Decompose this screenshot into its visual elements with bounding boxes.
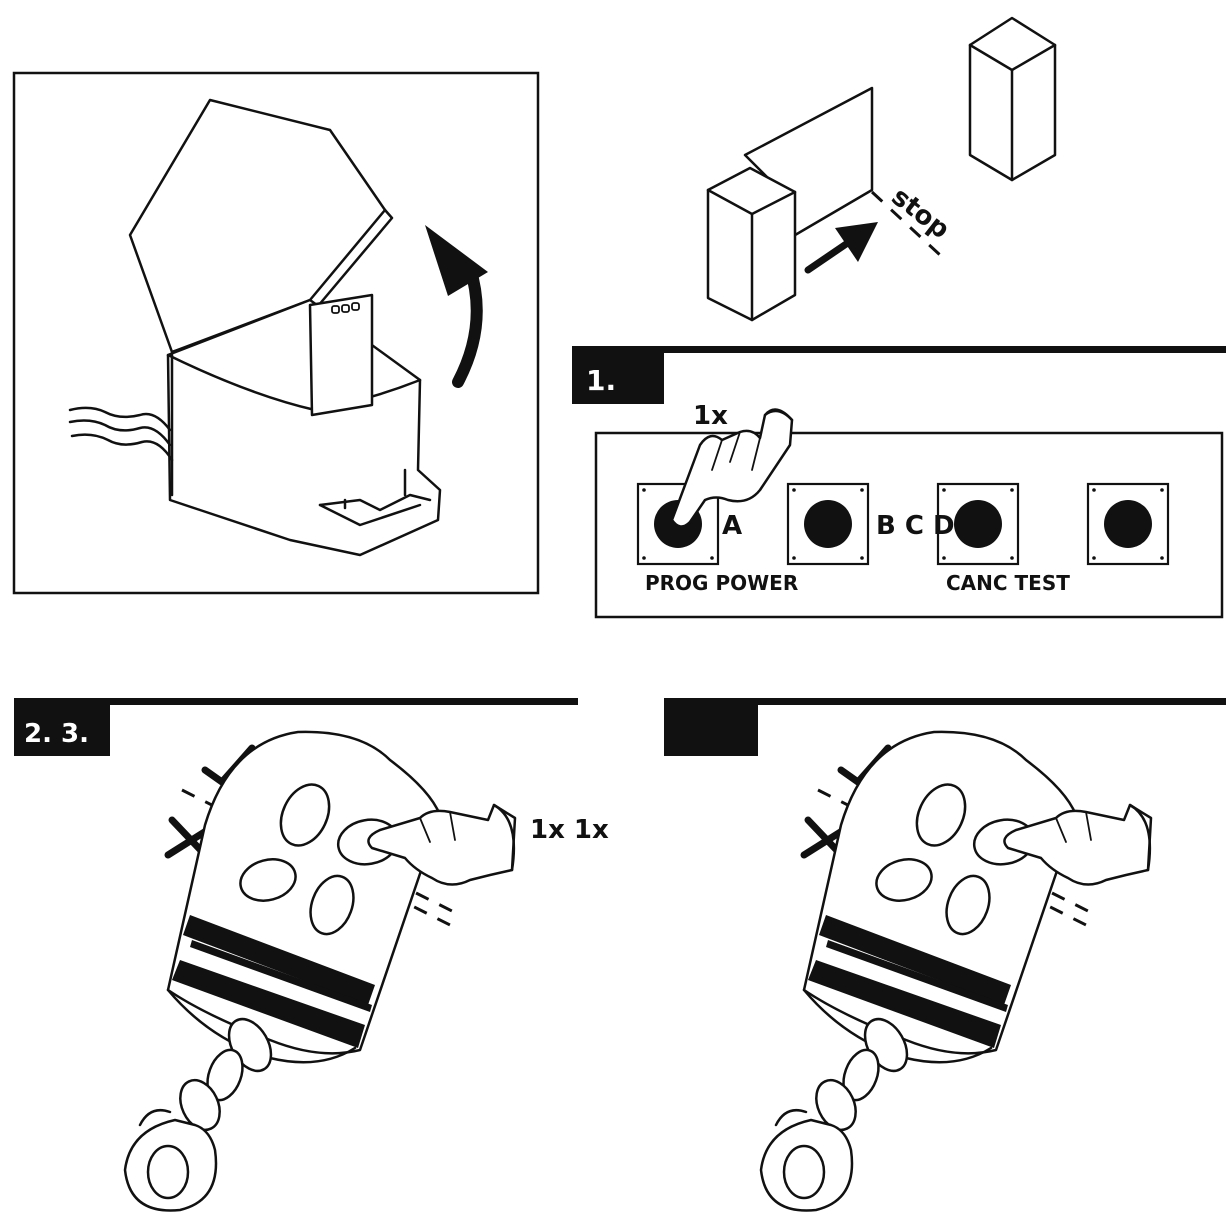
remote-hand-icon (367, 803, 517, 886)
remote-left-press-count: 1x 1x (530, 815, 609, 845)
remote-body (802, 730, 1078, 1064)
open-arrow-icon (425, 225, 488, 388)
step1-label: 1. (586, 364, 616, 397)
remote-button-4 (945, 874, 991, 936)
board-caption-left: PROG POWER (645, 571, 798, 595)
board-button-c (936, 482, 1020, 566)
remote-hand-icon (1003, 803, 1153, 886)
control-card (308, 293, 374, 417)
gate-post-front (706, 166, 797, 322)
remote-right (759, 730, 1153, 1212)
step1-header: 1. (572, 346, 1226, 404)
remote-button-3 (875, 858, 933, 902)
gate-post-back (968, 16, 1057, 182)
board-letter-a: A (722, 511, 742, 541)
key-ring-chain (123, 1017, 273, 1212)
remote-body (166, 730, 442, 1064)
motor-housing-panel (12, 71, 540, 595)
board-press-count: 1x (693, 401, 728, 431)
pressing-hand-icon (670, 408, 794, 528)
signal-dashes (817, 788, 1097, 927)
board-caption-right: CANC TEST (946, 571, 1070, 595)
board-button-b (786, 482, 870, 566)
remote-button-3 (239, 858, 297, 902)
signal-dashes (181, 788, 461, 927)
board-button-d (1086, 482, 1170, 566)
step4-header (664, 698, 1226, 756)
control-board: 1x A B C D PROG POWER CANC TEST (594, 401, 1224, 619)
power-cables (68, 406, 174, 462)
close-arrow-icon (804, 222, 878, 274)
remote-left: 1x 1x (123, 730, 609, 1212)
remote-button-1 (915, 783, 967, 847)
board-letters-bcd: B C D (876, 511, 955, 541)
step23-header: 2. 3. (14, 698, 578, 756)
housing-lid (128, 98, 394, 354)
key-ring-chain (759, 1017, 909, 1212)
gate-scene: stop (706, 16, 1057, 322)
step23-label: 2. 3. (24, 719, 89, 749)
remote-button-1 (279, 783, 331, 847)
remote-button-4 (309, 874, 355, 936)
